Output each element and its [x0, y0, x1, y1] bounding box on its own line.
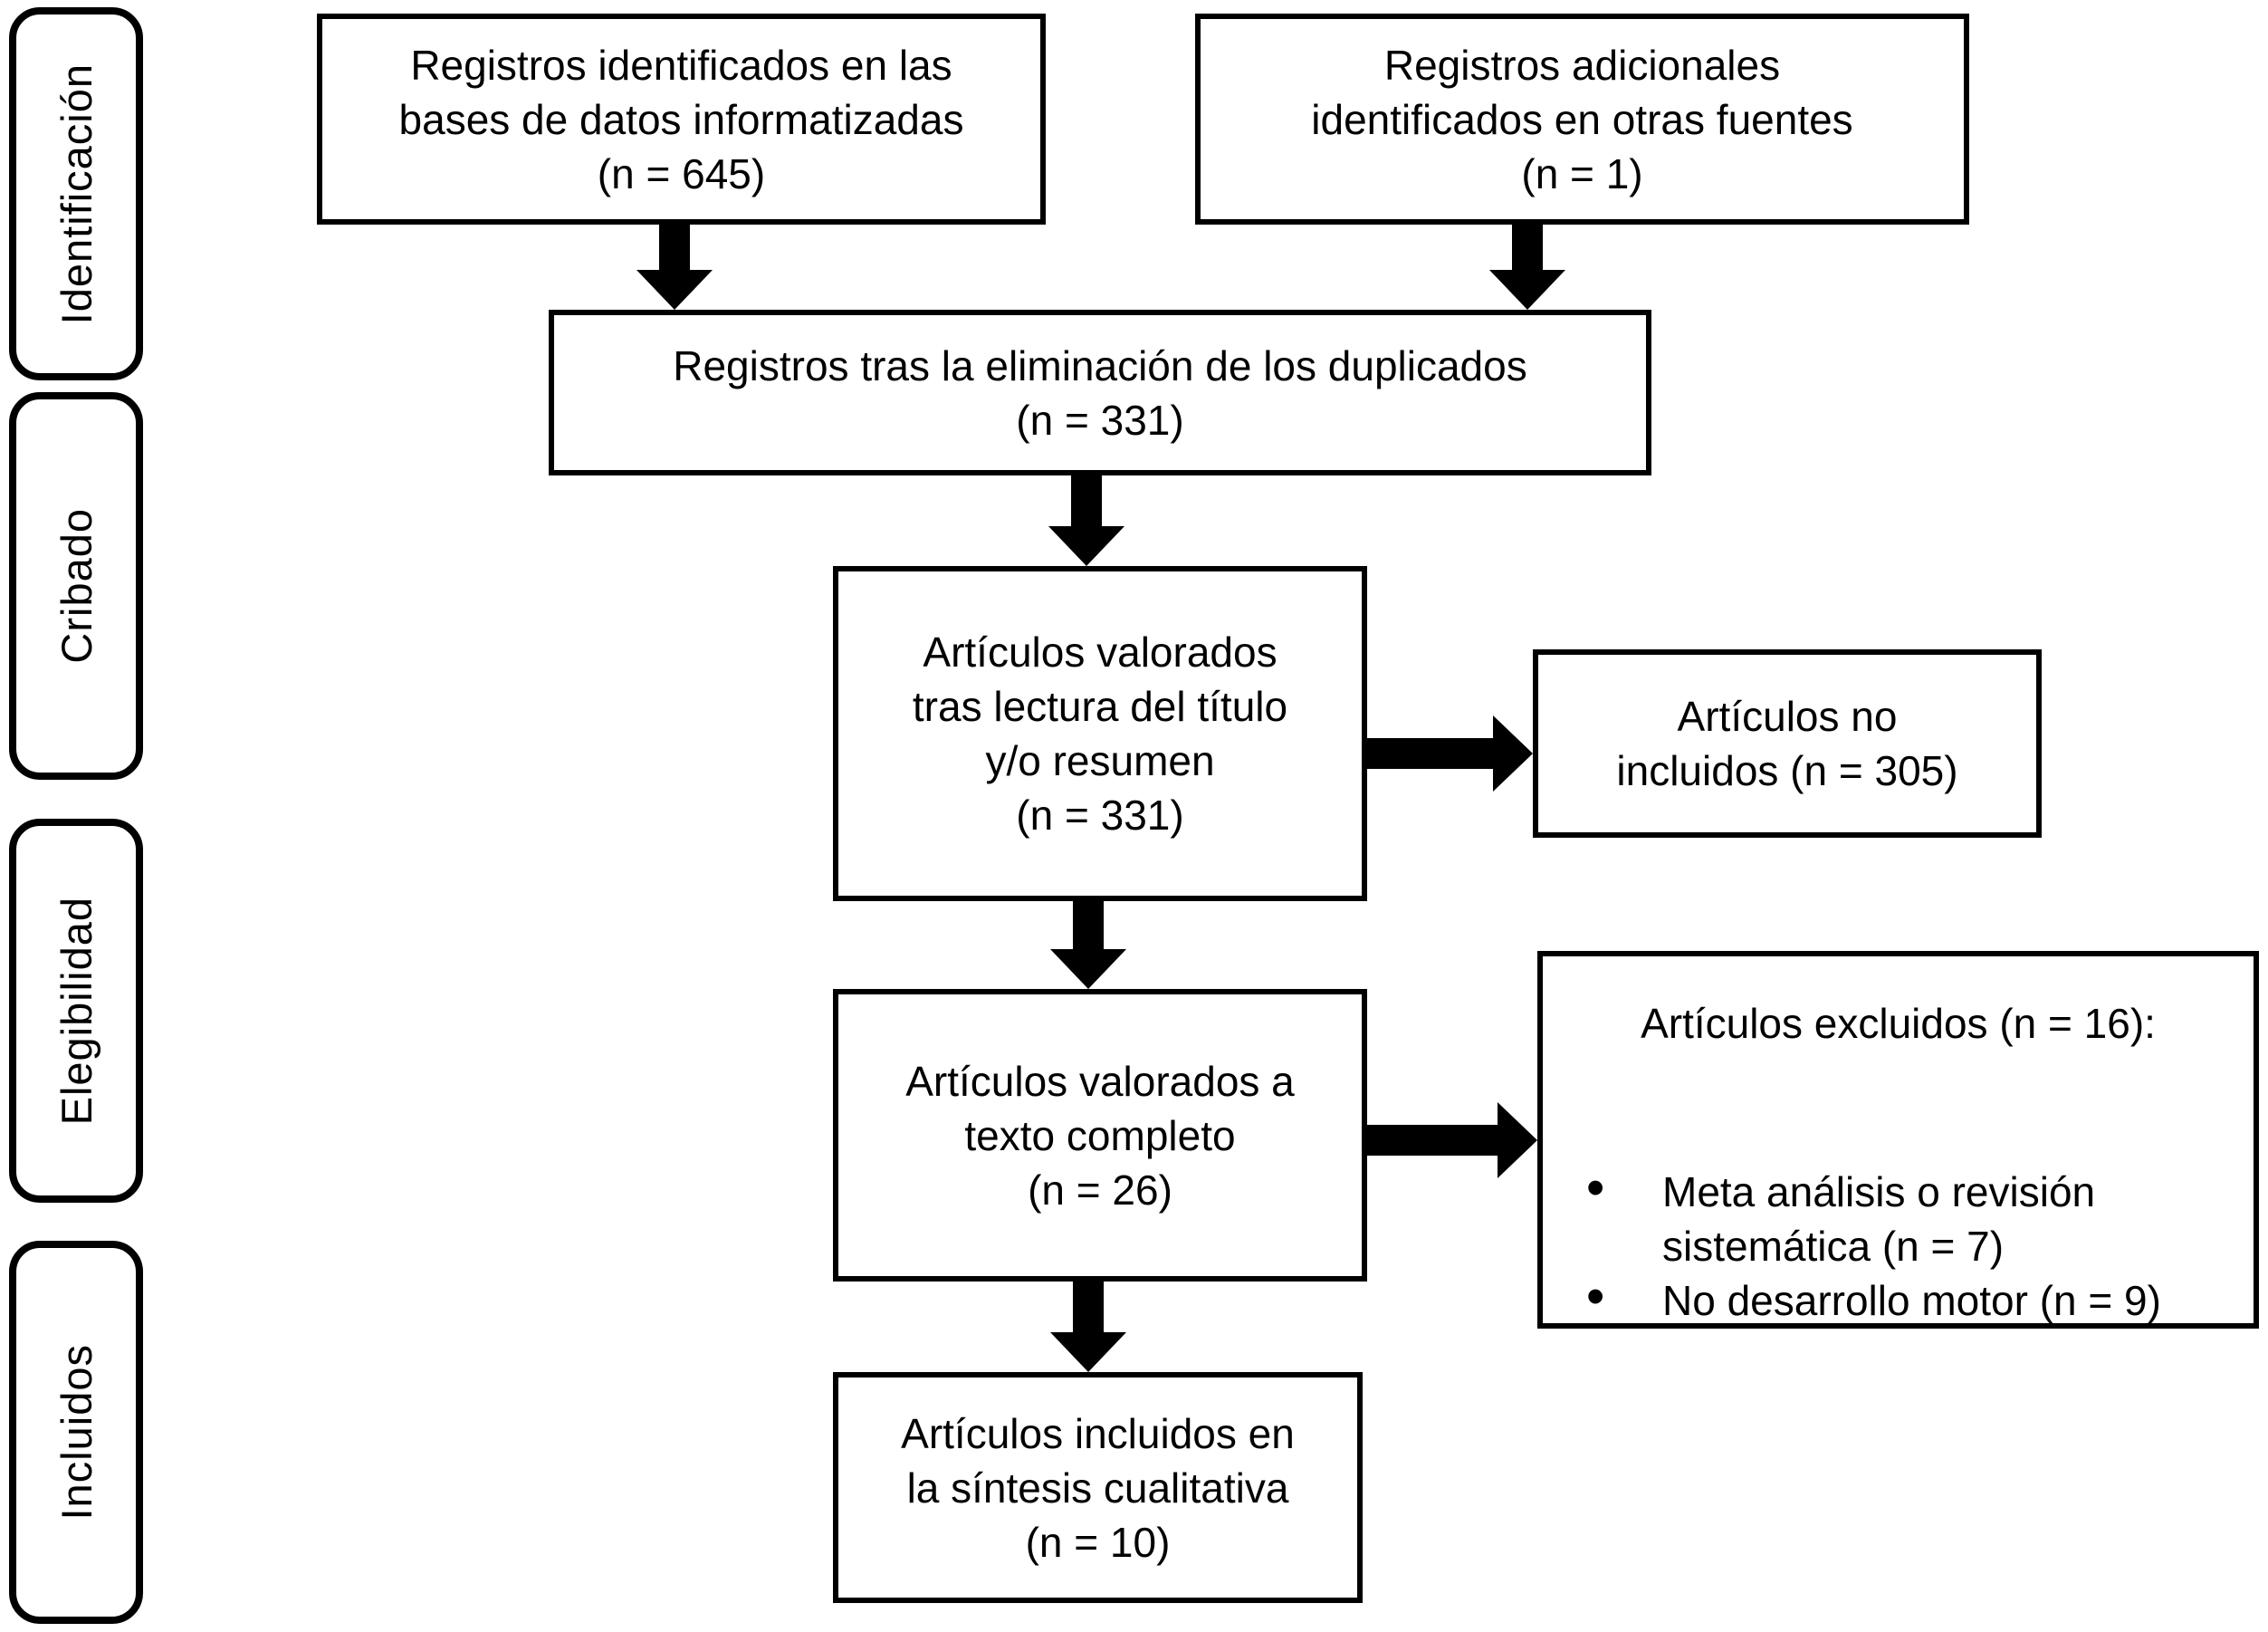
- arrow-head: [1050, 949, 1126, 989]
- arrow-duplicates-to-title-abstract: [1048, 475, 1124, 566]
- box-text-line: texto completo: [964, 1111, 1236, 1159]
- arrow-head: [1493, 715, 1533, 792]
- arrow-other-sources-to-duplicates: [1489, 225, 1565, 310]
- stage-identification: Identificación: [9, 7, 143, 380]
- arrow-head: [1050, 1332, 1126, 1372]
- arrow-head: [1489, 270, 1565, 310]
- arrow-databases-to-duplicates: [636, 225, 713, 310]
- arrow-shaft: [1071, 475, 1102, 526]
- arrow-shaft: [659, 225, 690, 270]
- excluded-bullet-item: No desarrollo motor (n = 9): [1543, 1270, 2254, 1328]
- box-text-line: Artículos valorados: [923, 629, 1278, 676]
- arrow-title-abstract-to-not-included: [1367, 715, 1533, 792]
- box-records-additional-sources: Registros adicionales identificados en o…: [1195, 14, 1969, 225]
- stage-included-label: Incluidos: [52, 1344, 100, 1521]
- box-articles-fulltext: Artículos valorados a texto completo (n …: [833, 989, 1367, 1282]
- box-text-line: (n = 1): [1521, 149, 1643, 197]
- box-text-line: Artículos no: [1677, 693, 1898, 740]
- box-articles-not-included: Artículos no incluidos (n = 305): [1533, 649, 2042, 838]
- box-text-line: (n = 331): [1016, 396, 1184, 444]
- stage-screening-label: Cribado: [52, 508, 100, 664]
- box-records-identified-databases: Registros identificados en las bases de …: [317, 14, 1046, 225]
- box-text-line: bases de datos informatizadas: [398, 95, 964, 143]
- excluded-title: Artículos excluidos (n = 16):: [1641, 1000, 2156, 1047]
- arrow-shaft: [1367, 1125, 1498, 1156]
- box-articles-title-abstract: Artículos valorados tras lectura del tít…: [833, 566, 1367, 901]
- stage-identification-label: Identificación: [52, 62, 100, 325]
- box-text-line: tras lectura del título: [912, 683, 1288, 730]
- box-text-line: (n = 10): [1025, 1518, 1171, 1566]
- arrow-shaft: [1512, 225, 1543, 270]
- box-text-line: (n = 331): [1016, 792, 1184, 839]
- box-text-line: (n = 645): [597, 149, 766, 197]
- stage-included: Incluidos: [9, 1241, 143, 1624]
- excluded-bullet-list: Meta análisis o revisión sistemática (n …: [1543, 1161, 2254, 1328]
- stage-screening: Cribado: [9, 392, 143, 780]
- arrow-head: [1048, 526, 1124, 566]
- arrow-shaft: [1367, 738, 1493, 769]
- box-text-line: Artículos valorados a: [905, 1057, 1295, 1105]
- box-text-line: Registros adicionales: [1383, 41, 1781, 89]
- box-text-line: identificados en otras fuentes: [1311, 95, 1853, 143]
- arrow-shaft: [1073, 1282, 1104, 1332]
- arrow-head: [636, 270, 713, 310]
- stage-eligibility: Elegibilidad: [9, 819, 143, 1203]
- box-text-line: Registros identificados en las: [410, 41, 952, 89]
- box-text-line: Registros tras la eliminación de los dup…: [673, 341, 1527, 389]
- arrow-title-abstract-to-fulltext: [1050, 901, 1126, 989]
- arrow-shaft: [1073, 901, 1104, 949]
- excluded-bullet-item: Meta análisis o revisión sistemática (n …: [1543, 1161, 2254, 1273]
- arrow-fulltext-to-included: [1050, 1282, 1126, 1372]
- box-records-after-duplicates: Registros tras la eliminación de los dup…: [549, 310, 1651, 475]
- arrow-head: [1498, 1102, 1537, 1178]
- stage-eligibility-label: Elegibilidad: [52, 896, 100, 1126]
- box-text-line: Artículos incluidos en: [901, 1409, 1295, 1457]
- box-text-line: incluidos (n = 305): [1616, 747, 1958, 794]
- box-text-line: y/o resumen: [985, 737, 1215, 784]
- box-text-line: (n = 26): [1028, 1166, 1172, 1214]
- box-articles-excluded: Artículos excluidos (n = 16): Meta análi…: [1537, 951, 2259, 1329]
- arrow-fulltext-to-excluded: [1367, 1102, 1537, 1178]
- box-text-line: la síntesis cualitativa: [906, 1464, 1289, 1512]
- box-articles-included-synthesis: Artículos incluidos en la síntesis cuali…: [833, 1372, 1363, 1603]
